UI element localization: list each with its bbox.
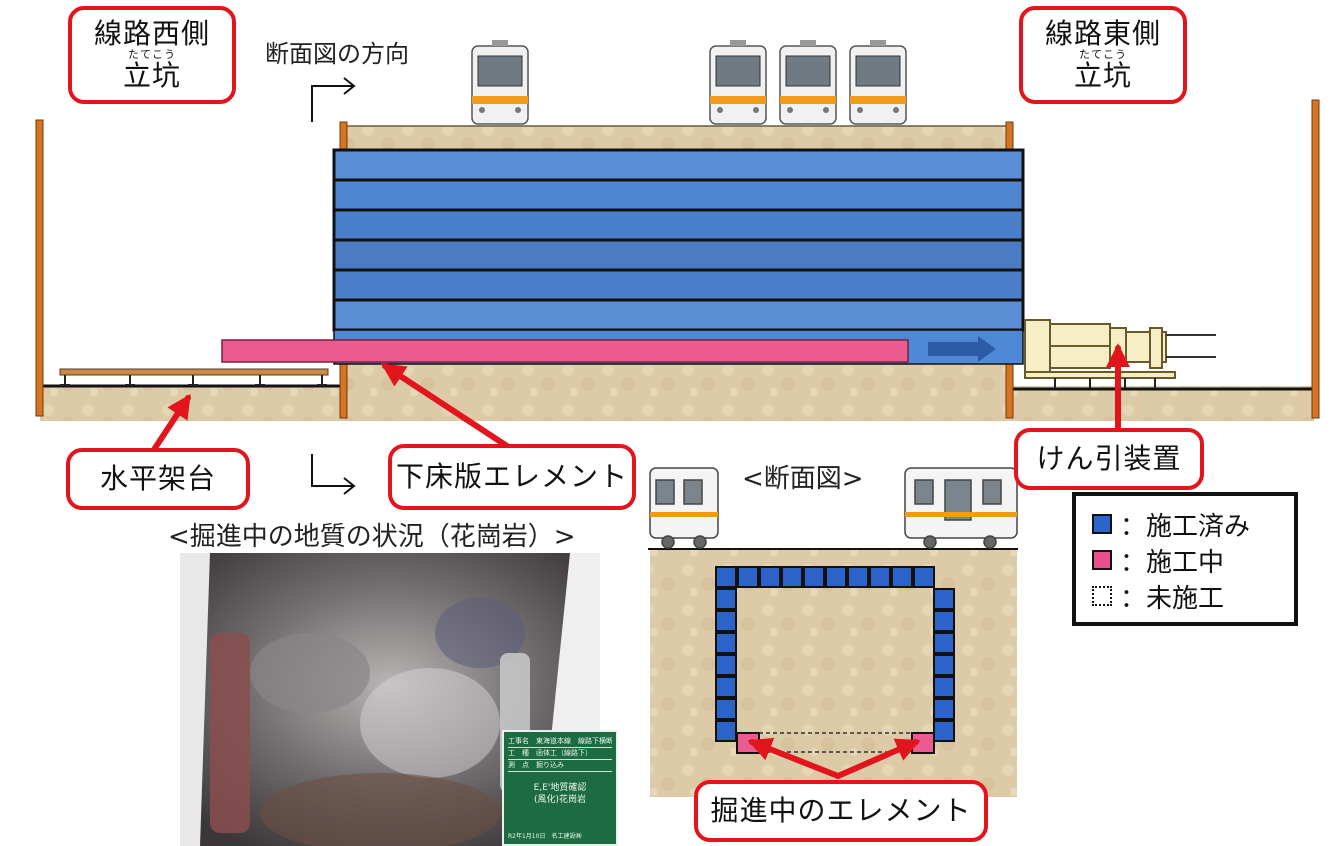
completed-element-square — [803, 566, 825, 588]
cross-section — [648, 467, 1018, 797]
completed-element-square — [825, 566, 847, 588]
train-side-left — [649, 467, 719, 549]
completed-element-square — [715, 566, 737, 588]
bottom-slab-label: 下床版エレメント — [395, 460, 628, 493]
completed-element-square — [847, 566, 869, 588]
west-shaft-ruby: たてこう — [128, 48, 176, 61]
board-row: 工 種 函体工（線路下） — [508, 748, 612, 760]
west-shaft-callout: 線路西側 たてこう 立坑 — [68, 6, 236, 104]
east-shaft-name: 線路東側 — [1044, 17, 1161, 50]
west-outer-wall — [35, 119, 44, 417]
completed-element-square — [737, 566, 759, 588]
driving-elements-label: 掘進中のエレメント — [710, 794, 972, 827]
completed-element-square — [933, 698, 955, 720]
legend: ：施工済み ：施工中 ：未施工 — [1072, 492, 1298, 626]
completed-element-square — [913, 566, 935, 588]
completed-element-square — [933, 588, 955, 610]
section-direction-label: 断面図の方向 — [265, 40, 409, 68]
legend-swatch-in-progress — [1092, 550, 1112, 570]
west-shaft-base: 立坑 — [122, 59, 181, 92]
driving-elements-callout: 掘進中のエレメント — [694, 780, 988, 842]
train-front-icons — [471, 40, 907, 125]
legend-item-done: ：施工済み — [1092, 506, 1294, 542]
completed-elements — [332, 148, 1025, 365]
legend-swatch-not-started — [1092, 586, 1112, 606]
bottom-slab-callout: 下床版エレメント — [388, 444, 636, 510]
legend-item-not-started: ：未施工 — [1092, 578, 1294, 614]
traction-device-label: けん引装置 — [1036, 442, 1182, 475]
east-shaft-base: 立坑 — [1073, 59, 1132, 92]
completed-element-square — [715, 698, 737, 720]
completed-element-square — [933, 610, 955, 632]
geology-title: <掘進中の地質の状況（花崗岩）> — [168, 522, 576, 552]
completed-element-square — [715, 654, 737, 676]
east-outer-wall — [1311, 99, 1320, 419]
ground-west — [40, 386, 345, 421]
completed-element-square — [781, 566, 803, 588]
board-center-1: E,E'地質確認 — [533, 783, 587, 793]
legend-swatch-done — [1092, 514, 1112, 534]
completed-element-square — [933, 720, 955, 742]
completed-element-square — [869, 566, 891, 588]
east-shaft-callout: 線路東側 たてこう 立坑 — [1019, 6, 1187, 104]
completed-element-square — [759, 566, 781, 588]
board-center-2: (風化)花崗岩 — [533, 795, 587, 805]
east-shaft-ruby: たてこう — [1079, 48, 1127, 61]
completed-element-square — [933, 676, 955, 698]
completed-element-square — [891, 566, 913, 588]
board-date: R2年1月10日 名工建設㈱ — [508, 833, 582, 840]
board-row: 工事名 東海道本線 線路下横断 — [508, 736, 612, 748]
horizontal-platform — [59, 368, 329, 386]
completed-element-square — [715, 632, 737, 654]
board-row: 測 点 掘り込み — [508, 760, 612, 772]
pointer-arrows — [152, 343, 1130, 779]
ground-east — [1010, 386, 1314, 421]
completed-element-square — [933, 632, 955, 654]
legend-label-done: ：施工済み — [1120, 511, 1251, 542]
traction-device-callout: けん引装置 — [1014, 428, 1204, 490]
legend-item-in-progress: ：施工中 — [1092, 542, 1294, 578]
cross-section-title: <断面図> — [742, 464, 864, 494]
horizontal-platform-callout: 水平架台 — [66, 448, 250, 510]
driving-direction-arrow — [928, 336, 996, 362]
completed-element-square — [715, 676, 737, 698]
train-side-right — [904, 467, 1018, 549]
west-shaft-name: 線路西側 — [93, 17, 210, 50]
legend-label-not-started: ：未施工 — [1120, 583, 1225, 614]
legend-label-in-progress: ：施工中 — [1120, 547, 1225, 578]
horizontal-platform-label: 水平架台 — [99, 462, 216, 495]
completed-element-square — [715, 610, 737, 632]
completed-element-square — [715, 588, 737, 610]
completed-element-square — [715, 720, 737, 742]
photo-info-board: 工事名 東海道本線 線路下横断 工 種 函体工（線路下） 測 点 掘り込み E,… — [502, 730, 618, 846]
bottom-slab-element-bar — [221, 339, 909, 363]
traction-device — [1024, 319, 1216, 388]
completed-element-square — [933, 654, 955, 676]
section-direction-marks — [311, 77, 356, 495]
